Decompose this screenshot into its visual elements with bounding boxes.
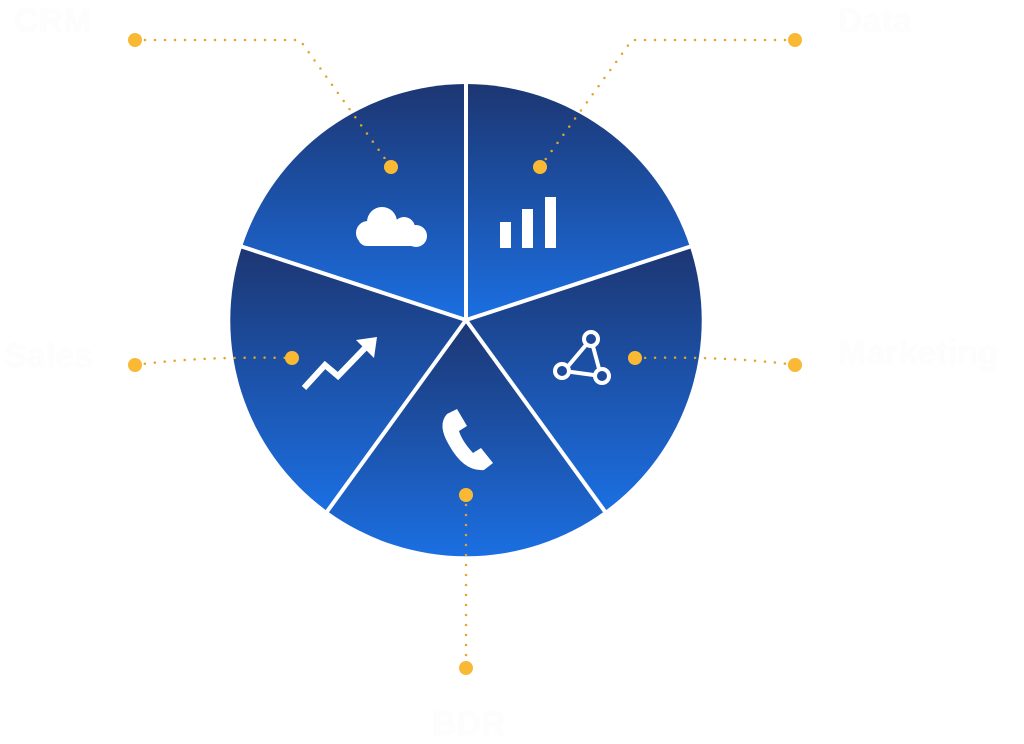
dot-crm-inner — [384, 160, 398, 174]
connectors — [133, 38, 797, 670]
dividers — [239, 82, 693, 515]
dot-data-outer — [788, 33, 802, 47]
bar-chart-icon — [500, 197, 556, 248]
dot-data-inner — [533, 160, 547, 174]
network-icon — [553, 330, 611, 385]
segment-marketing — [466, 247, 702, 511]
segment-bdr — [327, 320, 605, 557]
dot-marketing-inner — [628, 351, 642, 365]
dot-crm-outer — [128, 33, 142, 47]
dot-bdr-outer — [459, 661, 473, 675]
dot-sales-outer — [128, 358, 142, 372]
phone-icon — [442, 409, 493, 471]
label-marketing: Marketing — [838, 334, 999, 372]
label-crm: CRM — [14, 2, 92, 40]
cloud-icon — [356, 207, 427, 247]
dot-sales-inner — [285, 351, 299, 365]
segment-crm — [242, 84, 466, 320]
label-data: Data — [838, 2, 912, 40]
label-bdr: BDR — [432, 705, 506, 743]
trend-up-icon — [301, 337, 377, 391]
label-sales: Sales — [4, 337, 93, 375]
segment-sales — [230, 247, 466, 511]
dot-bdr-inner — [459, 488, 473, 502]
segment-data — [466, 84, 690, 320]
dot-marketing-outer — [788, 358, 802, 372]
